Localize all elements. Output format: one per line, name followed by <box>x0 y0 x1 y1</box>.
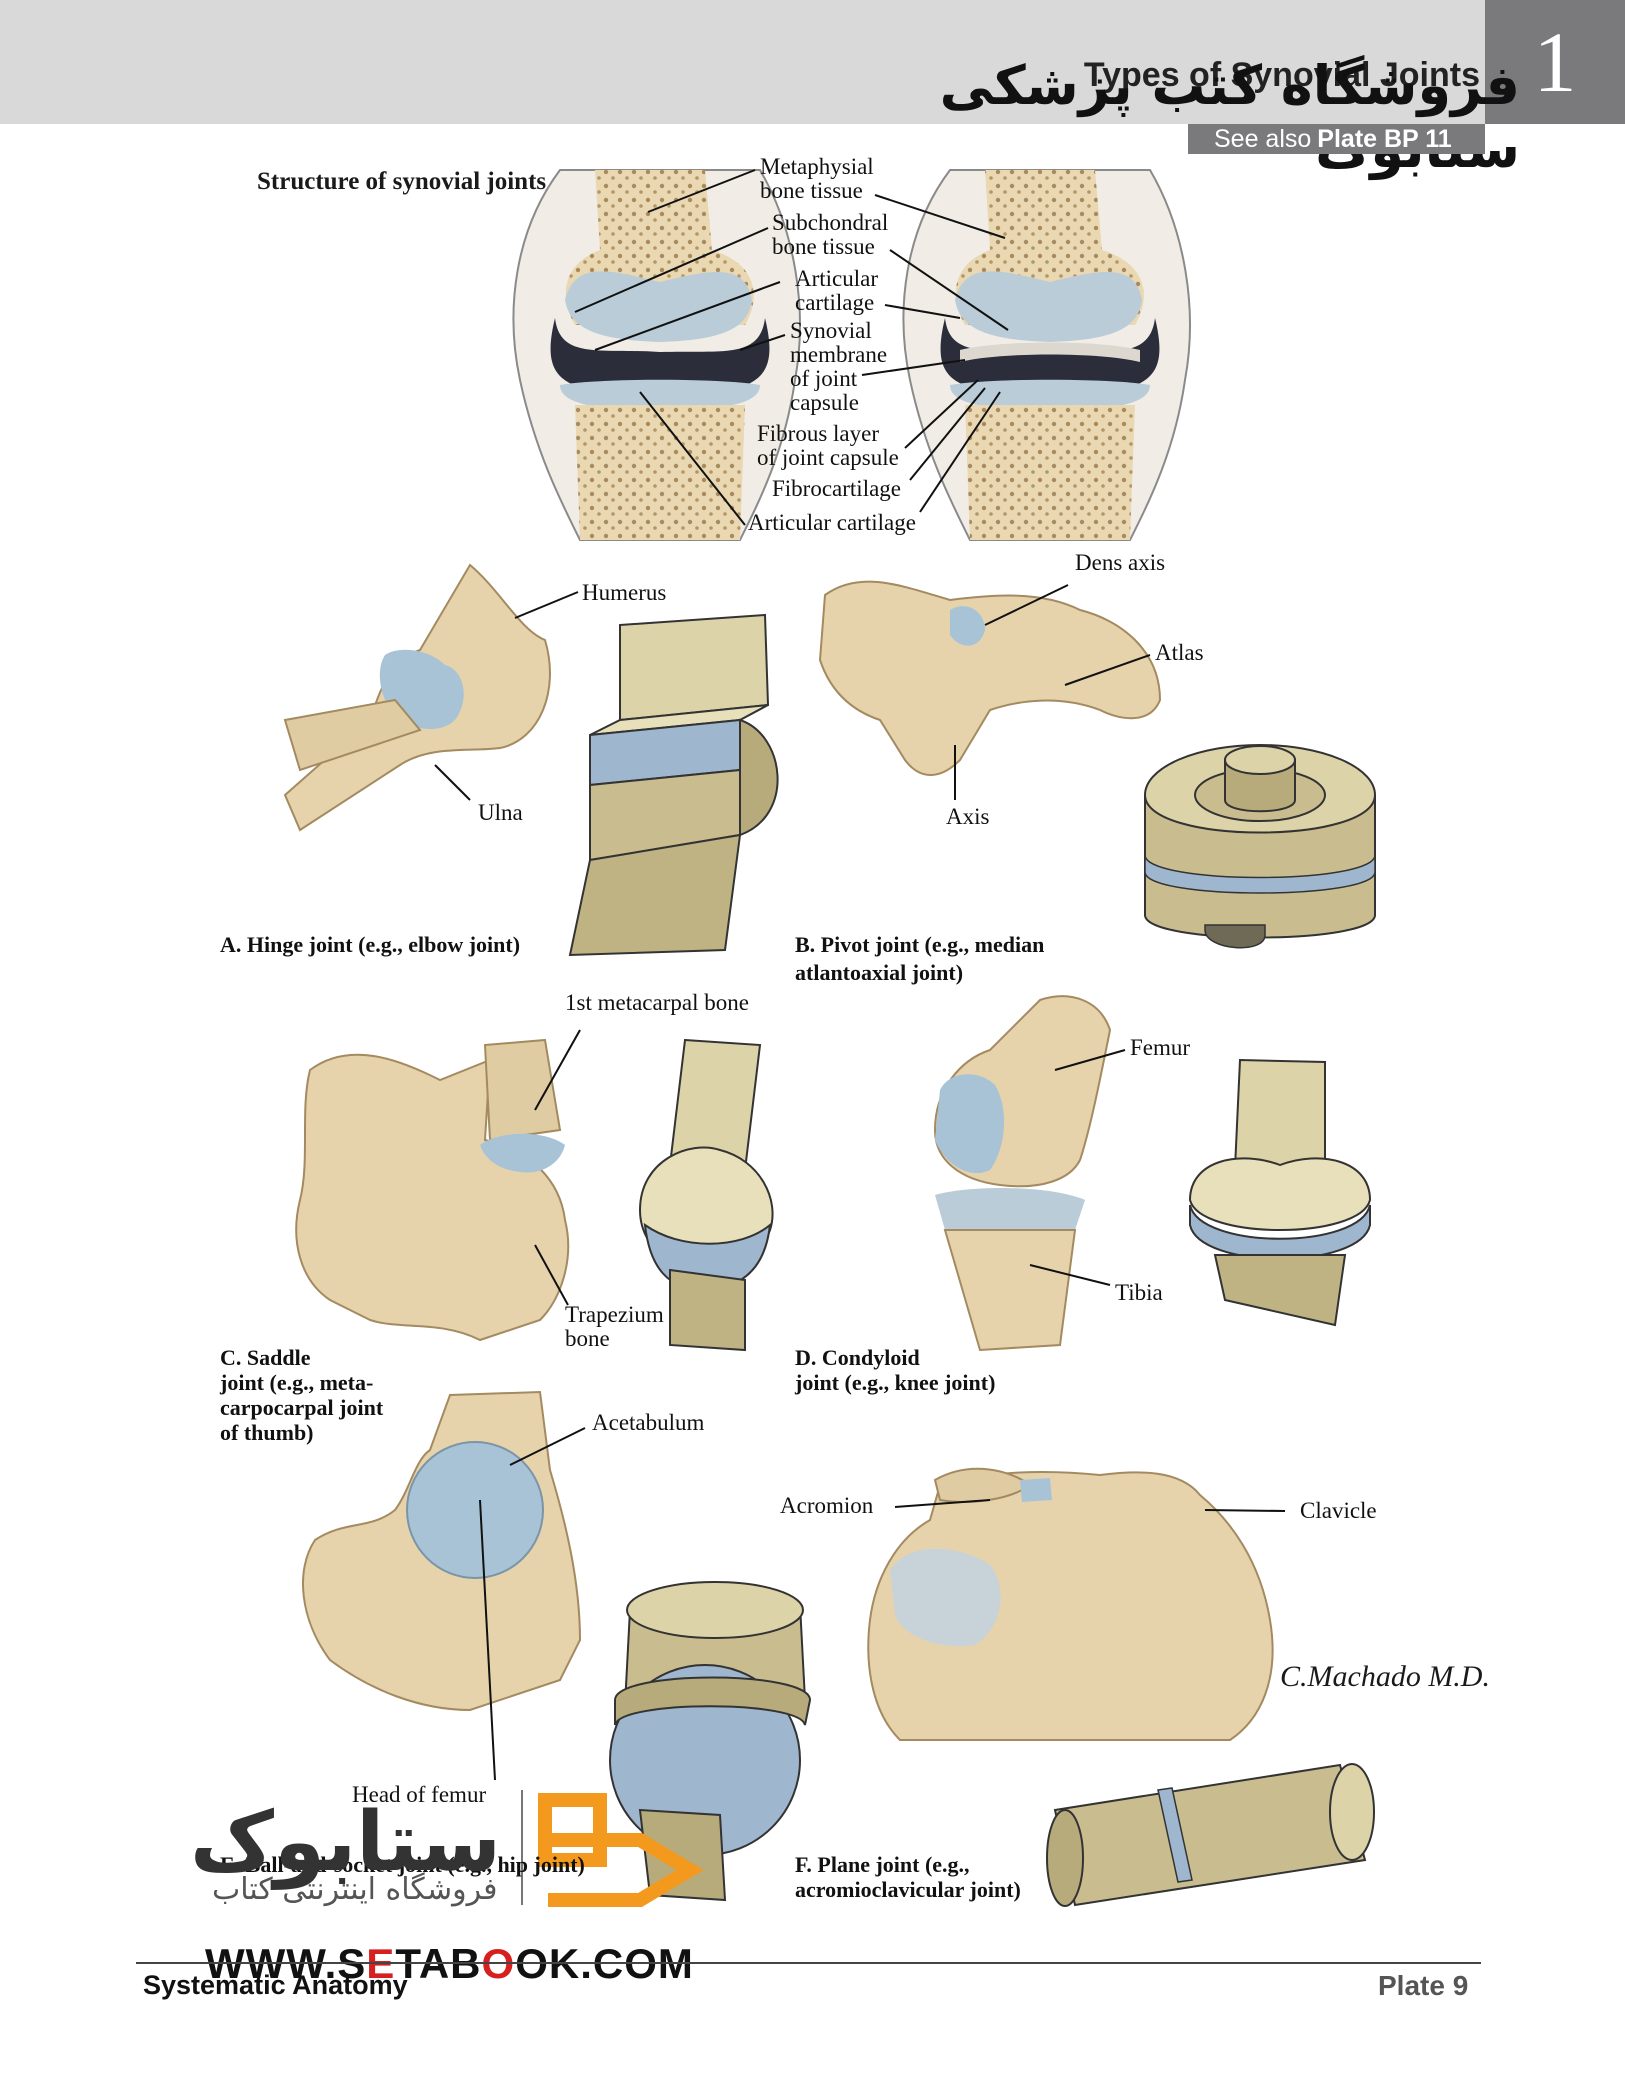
header-band <box>0 0 1485 124</box>
label-synovial-1: Synovial <box>790 318 872 343</box>
caption-saddle-2: joint (e.g., meta- <box>220 1370 374 1395</box>
label-dens-axis: Dens axis <box>1075 550 1166 575</box>
footer-divider <box>136 1962 1481 1964</box>
plate-number: 1 <box>1485 0 1625 124</box>
synovial-structure-left <box>512 169 801 541</box>
plane-leaders <box>894 1499 1286 1512</box>
caption-saddle-1: C. Saddle <box>220 1345 311 1370</box>
label-synovial-3: of joint <box>790 366 858 391</box>
condyloid-model <box>1188 1058 1372 1327</box>
footer-plate: Plate 9 <box>1378 1970 1469 2001</box>
label-fibrocartilage: Fibrocartilage <box>772 476 902 501</box>
label-articular-1: Articular <box>795 266 879 291</box>
label-trapezium-2: bone <box>565 1326 610 1351</box>
caption-saddle-3: carpocarpal joint <box>220 1395 384 1420</box>
caption-plane-1: F. Plane joint (e.g., <box>795 1852 970 1877</box>
label-acetabulum: Acetabulum <box>592 1410 705 1435</box>
ball-hip-illustration <box>302 1390 582 1712</box>
ball-leaders <box>479 1427 586 1781</box>
seta-tagline: فروشگاه اینترنتی کتاب <box>212 1872 498 1907</box>
synovial-structure-right <box>902 169 1191 541</box>
saddle-leaders <box>534 1029 581 1306</box>
plane-shoulder-illustration <box>867 1467 1274 1741</box>
label-ulna: Ulna <box>478 800 523 825</box>
pivot-leaders <box>954 584 1151 800</box>
condyloid-leaders <box>1029 1049 1126 1286</box>
label-fibrous-1: Fibrous layer <box>757 421 880 446</box>
artist-signature: C.Machado M.D. <box>1280 1660 1490 1693</box>
caption-pivot-2: atlantoaxial joint) <box>795 960 964 985</box>
label-subchondral-2: bone tissue <box>772 234 875 259</box>
caption-ball: E. Ball-and-socket joint (e.g., hip join… <box>220 1852 585 1877</box>
label-metaphysial-1: Metaphysial <box>760 154 874 179</box>
label-metaphysial-2: bone tissue <box>760 178 863 203</box>
pivot-atlas-axis-illustration <box>818 580 1162 776</box>
seta-logo-icon <box>521 1790 704 1907</box>
label-clavicle: Clavicle <box>1300 1498 1377 1523</box>
see-also-prefix: See also <box>1214 124 1312 153</box>
structure-leader-lines <box>574 169 1009 526</box>
label-subchondral-1: Subchondral <box>772 210 889 235</box>
hinge-model <box>568 613 779 957</box>
saddle-model <box>638 1038 774 1352</box>
see-also-badge[interactable]: See also Plate BP 11 <box>1188 124 1485 154</box>
label-acromion: Acromion <box>780 1493 874 1518</box>
caption-plane-2: acromioclavicular joint) <box>795 1877 1021 1902</box>
structure-title: Structure of synovial joints <box>257 168 547 195</box>
label-articular-bottom: Articular cartilage <box>748 510 916 535</box>
seta-logo-text: ستابوک <box>190 1795 502 1890</box>
saddle-thumb-illustration <box>295 1038 570 1342</box>
label-fibrous-2: of joint capsule <box>757 445 899 470</box>
caption-pivot-1: B. Pivot joint (e.g., median <box>795 932 1045 957</box>
caption-condyloid-2: joint (e.g., knee joint) <box>795 1370 996 1395</box>
label-head-of-femur: Head of femur <box>352 1782 487 1807</box>
label-tibia: Tibia <box>1115 1280 1163 1305</box>
label-femur: Femur <box>1130 1035 1191 1060</box>
page-title: Types of Synovial Joints <box>1083 56 1480 94</box>
plane-model <box>1046 1763 1375 1907</box>
hinge-elbow-illustration <box>283 563 551 832</box>
condyloid-knee-illustration <box>933 995 1112 1352</box>
caption-hinge: A. Hinge joint (e.g., elbow joint) <box>220 932 521 957</box>
ball-model <box>609 1581 812 1902</box>
label-axis: Axis <box>946 804 990 829</box>
label-humerus: Humerus <box>582 580 667 605</box>
caption-condyloid-1: D. Condyloid <box>795 1345 920 1370</box>
label-synovial-2: membrane <box>790 342 888 367</box>
see-also-ref[interactable]: Plate BP 11 <box>1317 124 1452 153</box>
label-trapezium-1: Trapezium <box>565 1302 664 1327</box>
label-atlas: Atlas <box>1155 640 1204 665</box>
caption-saddle-4: of thumb) <box>220 1420 314 1445</box>
label-metacarpal: 1st metacarpal bone <box>565 990 749 1015</box>
hinge-leaders <box>434 591 579 801</box>
footer-section: Systematic Anatomy <box>143 1970 408 2000</box>
label-synovial-4: capsule <box>790 390 859 415</box>
pivot-model <box>1144 744 1376 949</box>
label-articular-2: cartilage <box>795 290 875 315</box>
